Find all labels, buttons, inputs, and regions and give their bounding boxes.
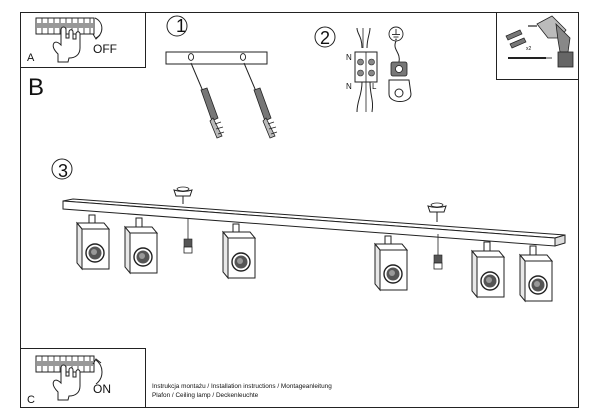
wire-l-bottom: L (372, 82, 377, 91)
hand-icon (35, 17, 95, 63)
bulb-icon (433, 234, 443, 270)
mounting-plate-icon (165, 51, 268, 65)
spotlight (222, 223, 256, 279)
panel-c-action: ON (93, 382, 111, 396)
spotlight (519, 245, 553, 302)
lamp-bar (62, 198, 566, 247)
step-1-number: 1 (175, 16, 186, 36)
spotlight (471, 241, 505, 298)
screw-anchor-icon (190, 62, 225, 139)
ground-terminal-icon (388, 40, 412, 102)
panel-b-letter: B (28, 74, 45, 101)
wall-plug-icon (505, 29, 527, 49)
hand-icon (35, 355, 95, 401)
spotlight (374, 235, 408, 291)
ground-symbol-icon (388, 26, 404, 42)
page-frame (20, 12, 579, 408)
drill-icon (528, 15, 574, 68)
mounting-clip-icon (173, 186, 193, 204)
footer-line-1: Instrukcja montażu / Installation instru… (152, 383, 332, 390)
footer-line-2: Plafon / Ceiling lamp / Deckenleuchte (152, 392, 259, 399)
terminal-block-icon (354, 27, 378, 113)
screw-anchor-icon (243, 62, 278, 139)
spotlight (124, 217, 158, 274)
bulb-icon (183, 219, 193, 254)
panel-a-action: OFF (93, 42, 117, 56)
panel-a-letter: A (27, 52, 35, 64)
tools-quantity: x2 (526, 46, 532, 52)
panel-c-letter: C (27, 394, 35, 406)
step-2-number: 2 (319, 28, 330, 48)
step-3-number: 3 (57, 161, 68, 181)
wire-n-bottom: N (346, 82, 352, 91)
wire-n-top: N (346, 53, 352, 62)
spotlight (76, 214, 110, 270)
mounting-clip-icon (427, 202, 447, 222)
